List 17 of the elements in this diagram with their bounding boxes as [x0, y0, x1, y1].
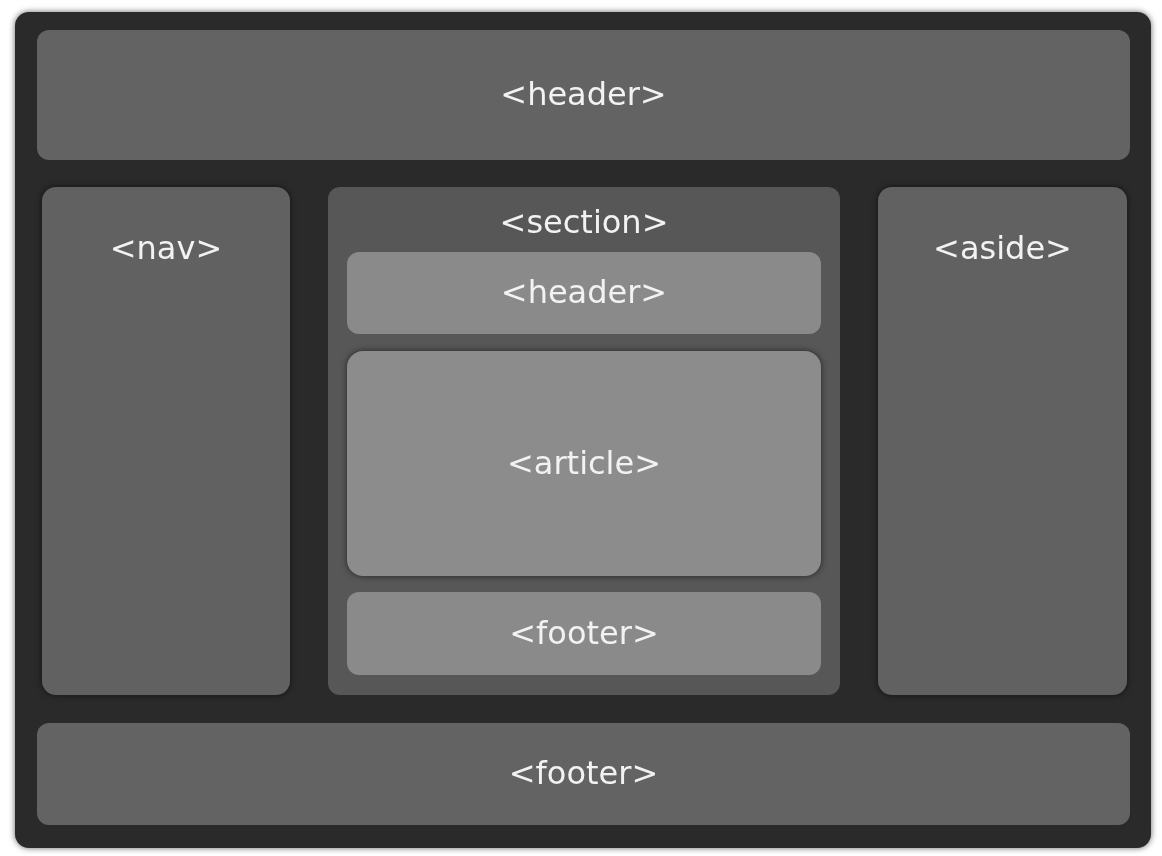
nav-block [42, 187, 290, 695]
footer-block [37, 723, 1130, 825]
tag-label: <article> [507, 445, 661, 482]
header-block [37, 30, 1130, 160]
tag-label: <header> [500, 77, 667, 113]
tag-label: <footer> [509, 615, 659, 652]
section-header-block [347, 252, 821, 334]
section-block [328, 187, 840, 695]
page-frame [15, 12, 1151, 848]
aside-block [878, 187, 1127, 695]
tag-label: <aside> [933, 231, 1072, 267]
tag-label: <section> [499, 205, 669, 241]
tag-label: <footer> [508, 756, 659, 792]
tag-label: <header> [500, 275, 668, 311]
article-block [347, 351, 821, 576]
tag-label: <nav> [109, 231, 223, 267]
section-footer-block [347, 592, 821, 675]
